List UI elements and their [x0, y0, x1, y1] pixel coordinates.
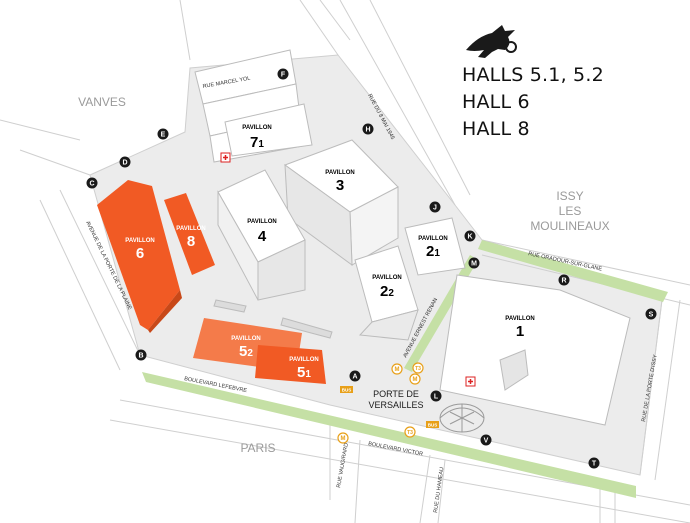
svg-text:T3: T3: [407, 430, 413, 436]
gate-c[interactable]: C: [86, 177, 98, 189]
pavilion-word-6: PAVILLON: [125, 238, 154, 244]
pavilion-word-5-2: PAVILLON: [231, 336, 260, 342]
area-issy-1: ISSY: [556, 189, 583, 203]
gate-t[interactable]: T: [588, 457, 600, 469]
svg-text:M: M: [395, 367, 400, 373]
svg-text:A: A: [352, 374, 357, 381]
svg-text:H: H: [365, 127, 370, 134]
first-aid-icon: [220, 152, 231, 163]
svg-text:PORTE DE: PORTE DE: [373, 389, 419, 399]
svg-text:S: S: [649, 312, 654, 319]
gate-h[interactable]: H: [362, 123, 374, 135]
gate-d[interactable]: D: [119, 156, 131, 168]
green-road-east: [478, 240, 668, 302]
svg-text:J: J: [433, 205, 437, 212]
pavilion-2-1[interactable]: [404, 217, 466, 276]
area-vanves: VANVES: [78, 95, 126, 109]
pavilion-word-4: PAVILLON: [247, 219, 276, 225]
svg-text:K: K: [467, 234, 472, 241]
svg-text:R: R: [561, 278, 566, 285]
green-road-south: [142, 372, 636, 498]
svg-text:VERSAILLES: VERSAILLES: [368, 400, 423, 410]
first-aid-icon: [465, 376, 476, 387]
pegasus-logo-icon: [466, 25, 517, 58]
pavilion-1[interactable]: [439, 274, 631, 426]
dome-icon: [439, 403, 485, 433]
tram-icon: T3: [404, 426, 416, 438]
pavilion-number-3: 3: [336, 177, 344, 194]
svg-text:M: M: [413, 377, 418, 383]
pavilion-number-1: 1: [516, 323, 524, 340]
pavilion-3[interactable]: [283, 139, 399, 267]
gate-markers: A B C D E F H J K L M R S T V: [86, 68, 657, 469]
pavilion-7-1[interactable]: [194, 49, 313, 163]
legend-hall-8: HALL 8: [462, 118, 530, 140]
bus-icon: BUS: [426, 421, 439, 428]
area-issy-2: LES: [559, 204, 582, 218]
area-issy-3: MOULINEAUX: [530, 219, 609, 233]
metro-icon: M: [337, 432, 349, 444]
svg-text:L: L: [434, 394, 439, 401]
gate-f[interactable]: F: [277, 68, 289, 80]
pavilion-number-6: 6: [136, 245, 144, 262]
gate-r[interactable]: R: [558, 274, 570, 286]
svg-text:M: M: [471, 261, 477, 268]
porte-de-versailles: PORTE DE VERSAILLES: [368, 389, 423, 410]
pavilion-2-2[interactable]: [354, 245, 419, 341]
legend-halls-5: HALLS 5.1, 5.2: [462, 64, 604, 86]
svg-text:M: M: [341, 436, 346, 442]
pavilion-number-4: 4: [258, 228, 267, 245]
bus-icon: BUS: [340, 386, 353, 393]
walkways: [213, 299, 333, 339]
svg-text:BUS: BUS: [428, 423, 438, 428]
gate-v[interactable]: V: [480, 434, 492, 446]
tram-icon: T3: [412, 362, 424, 374]
gate-m[interactable]: M: [468, 257, 480, 269]
svg-text:T: T: [592, 461, 597, 468]
gate-j[interactable]: J: [429, 201, 441, 213]
pavilion-word-8: PAVILLON: [176, 226, 205, 232]
pavilion-word-2-1: PAVILLON: [418, 236, 447, 242]
gate-a[interactable]: A: [349, 370, 361, 382]
pavilion-number-5-1: 51: [297, 364, 311, 381]
pavilion-4[interactable]: [217, 169, 306, 301]
gate-s[interactable]: S: [645, 308, 657, 320]
svg-text:V: V: [484, 438, 489, 445]
gate-e[interactable]: E: [157, 128, 169, 140]
pavilion-number-2-2: 22: [380, 283, 394, 300]
pavilion-number-5-2: 52: [239, 343, 253, 360]
area-paris: PARIS: [240, 441, 275, 455]
area-labels: VANVES ISSY LES MOULINEAUX PARIS: [78, 95, 610, 455]
legend-hall-6: HALL 6: [462, 91, 530, 113]
pavilion-labels: PAVILLON 71 PAVILLON 3 PAVILLON 4 PAVILL…: [125, 125, 534, 381]
pavilion-word-5-1: PAVILLON: [289, 357, 318, 363]
pavilion-word-7: PAVILLON: [242, 125, 271, 131]
transit-markers: M T3 M M T3 BUS BUS: [337, 362, 439, 444]
gate-k[interactable]: K: [464, 230, 476, 242]
svg-text:D: D: [122, 160, 127, 167]
street-hameau: RUE DU HAMEAU: [433, 467, 445, 514]
pavilion-6[interactable]: [97, 180, 182, 333]
pavilion-5-1[interactable]: [255, 345, 326, 384]
svg-text:B: B: [138, 353, 143, 360]
svg-text:C: C: [89, 181, 94, 188]
svg-text:F: F: [281, 72, 286, 79]
svg-text:T3: T3: [415, 366, 421, 372]
pavilion-number-7: 71: [250, 134, 264, 151]
pavilion-number-8: 8: [187, 233, 195, 250]
gate-l[interactable]: L: [430, 390, 442, 402]
pavilion-number-2-1: 21: [426, 243, 440, 260]
pavilion-word-2-2: PAVILLON: [372, 275, 401, 281]
pavilion-8[interactable]: [164, 193, 215, 275]
metro-icon: M: [409, 373, 421, 385]
svg-text:BUS: BUS: [342, 388, 352, 393]
pavilion-word-3: PAVILLON: [325, 170, 354, 176]
gate-b[interactable]: B: [135, 349, 147, 361]
svg-text:E: E: [161, 132, 166, 139]
street-vaugirard: RUE VAUGIRARD: [336, 443, 350, 489]
pavilion-word-1: PAVILLON: [505, 316, 534, 322]
metro-icon: M: [391, 363, 403, 375]
